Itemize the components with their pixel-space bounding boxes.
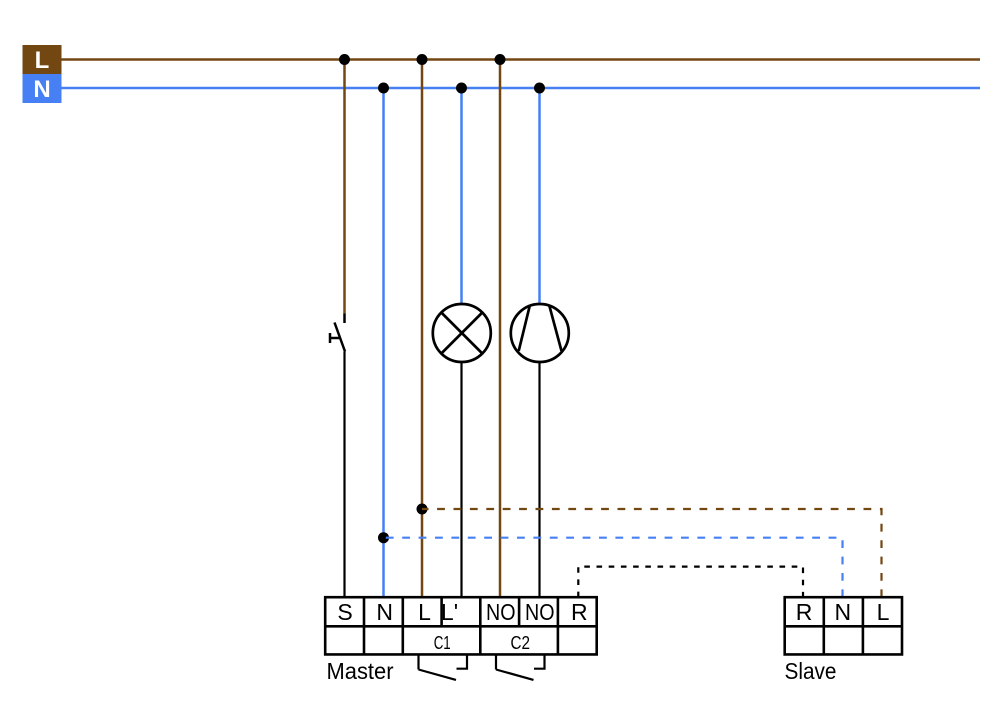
svg-text:C1: C1 <box>434 633 451 653</box>
svg-text:NO: NO <box>525 599 555 625</box>
svg-text:L: L <box>418 599 431 625</box>
svg-text:Master: Master <box>327 658 394 684</box>
svg-text:N: N <box>834 599 851 625</box>
svg-text:S: S <box>337 599 352 625</box>
svg-text:Slave: Slave <box>785 658 837 684</box>
svg-text:N: N <box>33 76 50 103</box>
svg-text:L: L <box>877 599 890 625</box>
svg-text:N: N <box>376 599 393 625</box>
svg-text:R: R <box>571 599 588 625</box>
svg-text:L': L' <box>441 599 458 625</box>
svg-text:C2: C2 <box>511 633 531 653</box>
svg-text:NO: NO <box>486 599 516 625</box>
svg-text:L: L <box>35 47 50 74</box>
svg-text:R: R <box>796 599 813 625</box>
